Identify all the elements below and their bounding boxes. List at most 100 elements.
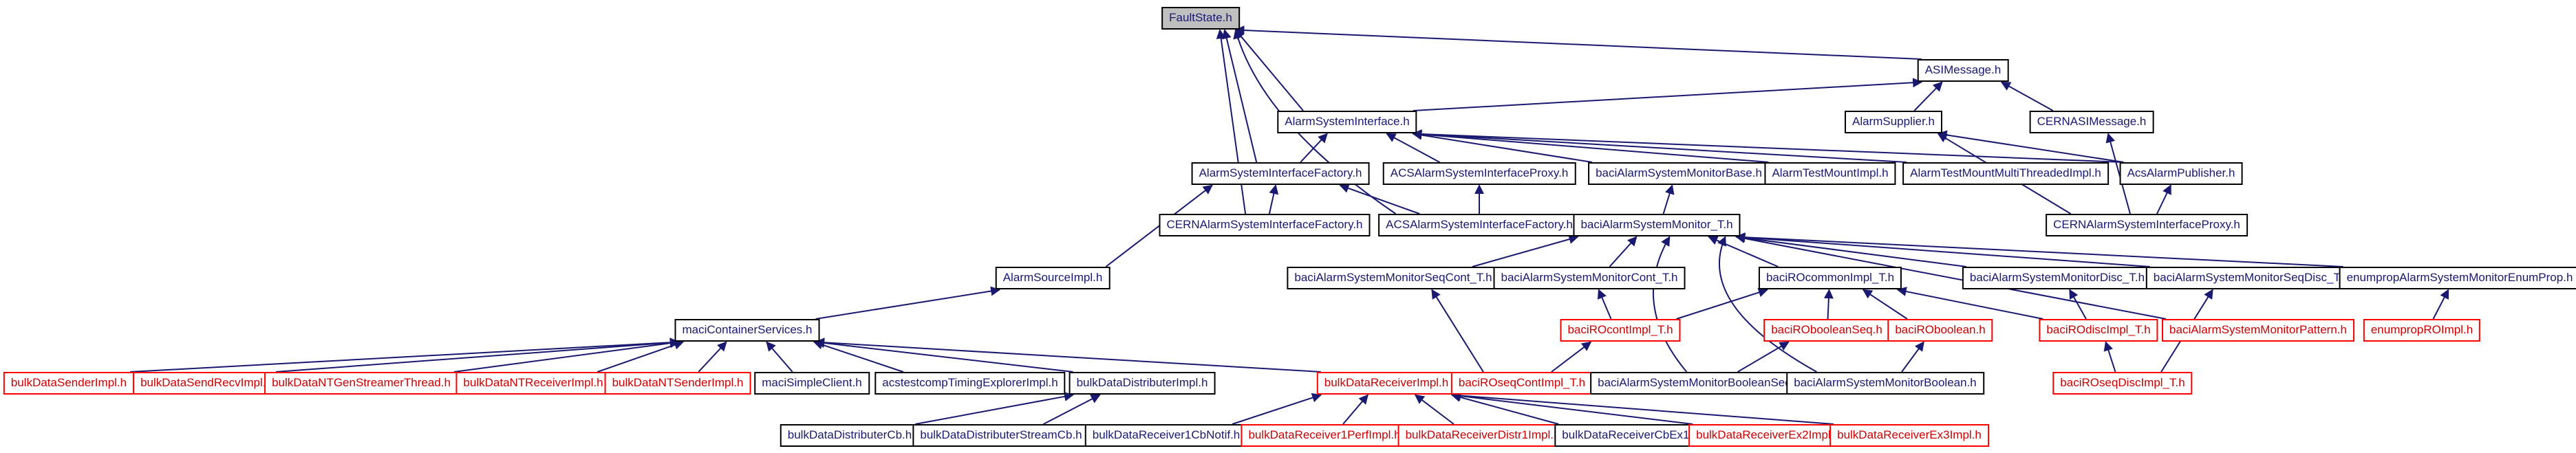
node-baciroseqcont[interactable]: baciROseqContImpl_T.h	[1450, 372, 1593, 395]
node-bdsendrecv[interactable]: bulkDataSendRecvImpl.h	[133, 372, 280, 395]
node-alarmsourceimpl[interactable]: AlarmSourceImpl.h	[995, 267, 1110, 289]
edge-baciroseqcont-to-bacimonseqcont	[1431, 289, 1484, 373]
edge-acsasiffactory-to-asiffactory	[1339, 184, 1420, 214]
node-bdrecvcbex1[interactable]: bulkDataReceiverCbEx1.h	[1554, 424, 1707, 447]
node-bacirocommon[interactable]: baciROcommonImpl_T.h	[1758, 267, 1902, 289]
edge-bacimonseqcont-to-bacimon	[1472, 234, 1579, 267]
node-macicontainersvc[interactable]: maciContainerServices.h	[674, 319, 820, 342]
edge-bdsender-to-macicontainersvc	[130, 338, 680, 373]
edge-bdrecvdistr1-to-bdreceiver	[1414, 394, 1455, 425]
edge-macicontainersvc-to-alarmsourceimpl	[815, 286, 1001, 320]
edge-asiffactory-to-alarmsysif	[1300, 133, 1328, 163]
edge-bacimoncont-to-bacimon	[1609, 236, 1638, 267]
edge-cernasiffactory-to-asiffactory	[1268, 184, 1279, 214]
node-bdrecv1perf[interactable]: bulkDataReceiver1PerfImpl.h	[1241, 424, 1408, 447]
edge-alarmsupplier-to-asimessage	[1913, 81, 1943, 111]
edge-bdntrecv-to-macicontainersvc	[597, 340, 685, 373]
node-faultstate: FaultState.h	[1161, 7, 1240, 30]
edge-acsalarmpublisher-to-alarmsysif	[1412, 129, 2124, 163]
edge-cernasimessage-to-asimessage	[2000, 81, 2054, 111]
edge-bddiststreamcb-to-bddistributer	[1043, 394, 1101, 425]
node-alarmtestmount[interactable]: AlarmTestMountImpl.h	[1764, 162, 1896, 185]
node-bdrecv1cbnotif[interactable]: bulkDataReceiver1CbNotif.h	[1084, 424, 1248, 447]
node-enumproproimpl[interactable]: enumpropROImpl.h	[2363, 319, 2481, 342]
edge-bdntgen-to-macicontainersvc	[453, 338, 680, 373]
node-bdreceiver[interactable]: bulkDataReceiverImpl.h	[1316, 372, 1457, 395]
node-cernasiffactory[interactable]: CERNAlarmSystemInterfaceFactory.h	[1159, 214, 1371, 236]
edge-bacimonbool-to-bacimon	[1717, 236, 1817, 373]
node-cernasimessage[interactable]: CERNASIMessage.h	[2029, 111, 2154, 133]
node-baciroboolean[interactable]: baciROboolean.h	[1887, 319, 1993, 342]
node-enumpropmon[interactable]: enumpropAlarmSystemMonitorEnumProp.h	[2339, 267, 2576, 289]
node-alarmsysif[interactable]: AlarmSystemInterface.h	[1277, 111, 1417, 133]
node-bacimonbase[interactable]: baciAlarmSystemMonitorBase.h	[1588, 162, 1770, 185]
edge-bacimon-to-bacimonbase	[1662, 184, 1675, 214]
node-bddistributer[interactable]: bulkDataDistributerImpl.h	[1069, 372, 1216, 395]
node-bacimon[interactable]: baciAlarmSystemMonitor_T.h	[1573, 214, 1741, 236]
node-cernasifproxy[interactable]: CERNAlarmSystemInterfaceProxy.h	[2046, 214, 2248, 236]
edge-acstestcomp-to-macicontainersvc	[813, 340, 904, 373]
node-bacimonseqdisc[interactable]: baciAlarmSystemMonitorSeqDisc_T.h	[2145, 267, 2357, 289]
edge-alarmtestmountmt-to-alarmsysif	[1412, 129, 1907, 163]
edge-baciroseqcont-to-bacirocont	[1551, 341, 1592, 373]
edge-bdreceiver-to-macicontainersvc	[815, 338, 1321, 373]
edge-asiffactory-to-faultstate	[1221, 29, 1258, 163]
node-bddiststreamcb[interactable]: bulkDataDistributerStreamCb.h	[912, 424, 1090, 447]
edge-bacirocont-to-bacimoncont	[1597, 289, 1612, 320]
node-bdrecvex3[interactable]: bulkDataReceiverEx3Impl.h	[1829, 424, 1989, 447]
edge-bddistributer-to-macicontainersvc	[815, 338, 1073, 373]
node-acsasifproxy[interactable]: ACSAlarmSystemInterfaceProxy.h	[1382, 162, 1576, 185]
node-bdntrecv[interactable]: bulkDataNTReceiverImpl.h	[455, 372, 611, 395]
edge-bdrecv1cbnotif-to-bdreceiver	[1232, 393, 1322, 425]
node-acsasiffactory[interactable]: ACSAlarmSystemInterfaceFactory.h	[1378, 214, 1580, 236]
edge-baciroboolean-to-bacirocommon	[1862, 289, 1908, 320]
edge-bacirocont-to-bacirocommon	[1676, 287, 1768, 320]
edge-macisimpleclient-to-macicontainersvc	[766, 341, 793, 373]
edge-bacirobooleanseq-to-bacirocommon	[1823, 289, 1834, 320]
node-alarmsupplier[interactable]: AlarmSupplier.h	[1844, 111, 1943, 133]
node-alarmtestmountmt[interactable]: AlarmTestMountMultiThreadedImpl.h	[1902, 162, 2109, 185]
node-bacirobooleanseq[interactable]: baciRObooleanSeq.h	[1763, 319, 1890, 342]
node-bdrecvex2[interactable]: bulkDataReceiverEx2Impl.h	[1688, 424, 1848, 447]
node-bacirocont[interactable]: baciROcontImpl_T.h	[1560, 319, 1681, 342]
node-bddistcb[interactable]: bulkDataDistributerCb.h	[780, 424, 920, 447]
edge-bacirodisc-to-bacimondisc	[2069, 289, 2087, 320]
node-bdrecvdistr1[interactable]: bulkDataReceiverDistr1Impl.h	[1397, 424, 1568, 447]
edge-bacimonbase-to-alarmsysif	[1412, 130, 1593, 163]
edge-alarmtestmount-to-alarmsysif	[1412, 129, 1769, 163]
node-acstestcomp[interactable]: acstestcompTimingExplorerImpl.h	[874, 372, 1066, 395]
edge-bdrecvex2-to-bdreceiver	[1450, 391, 1693, 425]
node-bacimonseqcont[interactable]: baciAlarmSystemMonitorSeqCont_T.h	[1287, 267, 1500, 289]
node-bacimonbool[interactable]: baciAlarmSystemMonitorBoolean.h	[1786, 372, 1984, 395]
node-bacimoncont[interactable]: baciAlarmSystemMonitorCont_T.h	[1493, 267, 1686, 289]
node-asiffactory[interactable]: AlarmSystemInterfaceFactory.h	[1191, 162, 1370, 185]
node-bacimondisc[interactable]: baciAlarmSystemMonitorDisc_T.h	[1962, 267, 2153, 289]
node-bdsender[interactable]: bulkDataSenderImpl.h	[3, 372, 135, 395]
node-bacimonboolseq[interactable]: baciAlarmSystemMonitorBooleanSeq.h	[1590, 372, 1809, 395]
node-bacirodisc[interactable]: baciROdiscImpl_T.h	[2039, 319, 2158, 342]
edge-bdrecv1perf-to-bdreceiver	[1342, 394, 1368, 425]
node-bdntsender[interactable]: bulkDataNTSenderImpl.h	[604, 372, 751, 395]
edge-alarmsourceimpl-to-asiffactory	[1105, 184, 1213, 267]
edge-cernasifproxy-to-cernasimessage	[2105, 133, 2131, 214]
node-bdntgen[interactable]: bulkDataNTGenStreamerThread.h	[264, 372, 458, 395]
edge-bacirodisc-to-bacirocommon	[1896, 287, 2043, 320]
edge-bacimonpattern-to-bacimon	[1735, 234, 2167, 320]
edge-bacimonbool-to-baciroboolean	[1901, 341, 1924, 373]
edge-bddistcb-to-bddistributer	[915, 391, 1074, 425]
node-asimessage[interactable]: ASIMessage.h	[1917, 59, 2009, 82]
edge-enumpropmon-to-bacimon	[1735, 232, 2343, 267]
node-acsalarmpublisher[interactable]: AcsAlarmPublisher.h	[2119, 162, 2243, 185]
edge-cernasifproxy-to-acsalarmpublisher	[2156, 184, 2171, 214]
node-macisimpleclient[interactable]: maciSimpleClient.h	[754, 372, 870, 395]
node-baciroseqdisc[interactable]: baciROseqDiscImpl_T.h	[2052, 372, 2193, 395]
edge-acsalarmpublisher-to-alarmsupplier	[1937, 130, 2124, 163]
edge-alarmsysif-to-faultstate	[1234, 29, 1304, 111]
edge-alarmsysif-to-asimessage	[1413, 78, 1923, 111]
edge-bdrecvcbex1-to-bdreceiver	[1450, 393, 1559, 425]
edge-bacimonboolseq-to-bacirobooleanseq	[1737, 341, 1790, 373]
node-bacimonpattern[interactable]: baciAlarmSystemMonitorPattern.h	[2162, 319, 2354, 342]
edge-baciroseqdisc-to-bacirodisc	[2103, 341, 2116, 373]
